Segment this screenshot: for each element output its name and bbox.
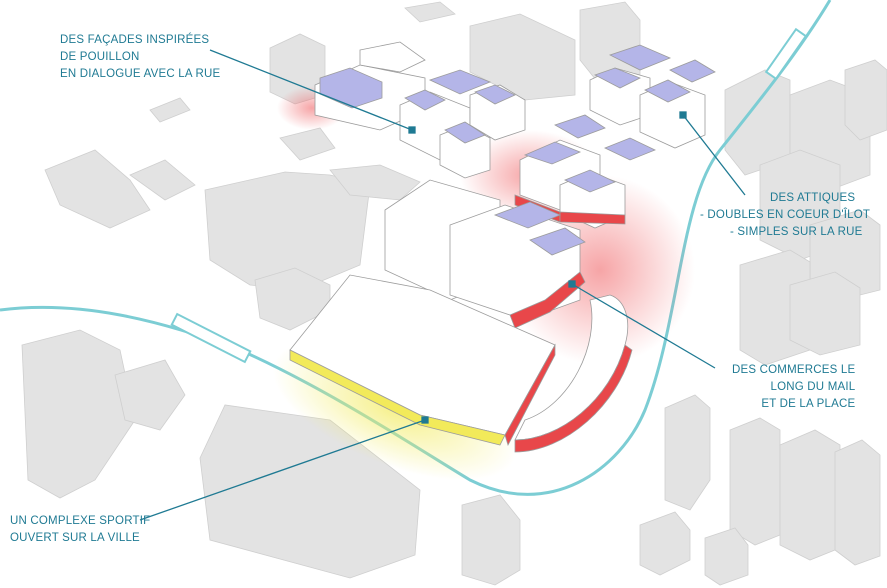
- annotation-line: OUVERT SUR LA VILLE: [10, 532, 140, 544]
- annotation-line: EN DIALOGUE AVEC LA RUE: [60, 68, 221, 80]
- annotation-line: ET DE LA PLACE: [761, 398, 856, 410]
- annotation-commerces: DES COMMERCES LE LONG DU MAIL ET DE LA P…: [732, 362, 855, 413]
- annotation-line: - DOUBLES EN COEUR D'ÎLOT: [700, 209, 871, 221]
- annotation-line: DE POUILLON: [60, 51, 140, 63]
- annotation-line: LONG DU MAIL: [770, 381, 856, 393]
- context-buildings: [21, 1, 887, 586]
- annotation-line: DES FAÇADES INSPIRÉES: [60, 34, 210, 46]
- tram-station-west: [170, 312, 252, 364]
- sports-complex: [289, 274, 556, 447]
- annotation-facades: DES FAÇADES INSPIRÉES DE POUILLON EN DIA…: [60, 32, 220, 83]
- annotation-sportif: UN COMPLEXE SPORTIF OUVERT SUR LA VILLE: [10, 513, 150, 547]
- central-block: [384, 179, 586, 329]
- annotation-line: DES COMMERCES LE: [732, 364, 856, 376]
- annotation-line: DES ATTIQUES: [770, 192, 856, 204]
- annotation-line: - SIMPLES SUR LA RUE: [730, 226, 863, 238]
- residential-blocks: [314, 41, 716, 229]
- annotation-line: UN COMPLEXE SPORTIF: [10, 515, 151, 527]
- annotation-attiques: DES ATTIQUES - DOUBLES EN COEUR D'ÎLOT -…: [700, 190, 870, 241]
- callout-leaders: [139, 49, 746, 521]
- curved-building: [514, 294, 633, 453]
- tram-station-north: [764, 27, 808, 81]
